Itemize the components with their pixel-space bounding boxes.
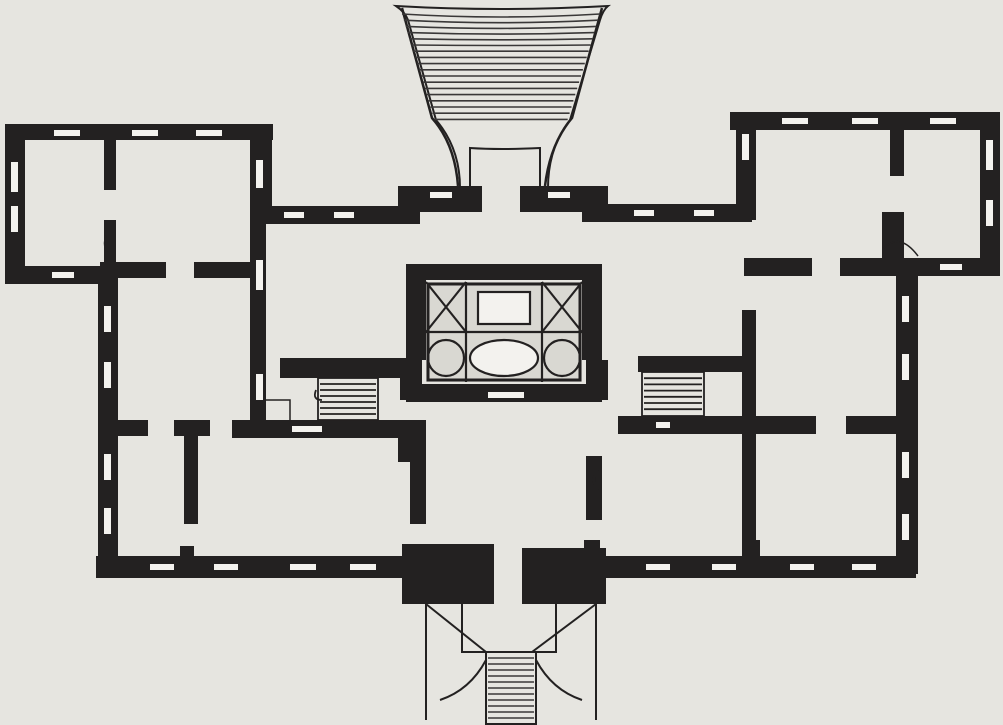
window-opening xyxy=(646,564,670,570)
window-opening xyxy=(902,514,909,540)
right-hall-wall-stub xyxy=(846,416,906,434)
window-opening xyxy=(694,210,714,216)
rear-stair-treads xyxy=(401,13,601,121)
right-stair-treads xyxy=(644,377,702,411)
window-opening xyxy=(256,260,263,290)
rear-entry-left-pier xyxy=(398,186,482,212)
window-opening xyxy=(104,508,111,534)
saloon-east-wall-north xyxy=(582,264,602,360)
front-entry-left-pier xyxy=(402,544,494,604)
south-wall-right xyxy=(586,556,916,578)
window-opening xyxy=(634,210,654,216)
window-opening xyxy=(334,212,354,218)
right-interior-stair xyxy=(641,371,705,417)
window-opening xyxy=(902,354,909,380)
right-wing-east-wall xyxy=(980,112,1000,272)
window-opening xyxy=(350,564,376,570)
left-hall-wall-stub xyxy=(100,420,148,436)
right-stair-south-wall xyxy=(618,416,816,434)
left-interior-stair xyxy=(313,377,379,421)
front-stair-treads xyxy=(488,657,534,719)
window-opening xyxy=(290,564,316,570)
front-entrance-steps xyxy=(425,603,597,725)
window-opening xyxy=(548,192,570,198)
window-opening xyxy=(104,306,111,332)
left-stair-treads xyxy=(320,383,376,415)
right-wing-partition xyxy=(890,112,904,176)
window-opening xyxy=(902,296,909,322)
window-opening xyxy=(196,130,222,136)
window-opening xyxy=(986,140,993,170)
window-opening xyxy=(852,564,876,570)
saloon-east-wall-south xyxy=(586,360,608,400)
door-swings xyxy=(103,235,919,491)
rear-stair-tread xyxy=(411,44,591,47)
left-stair-north-wall xyxy=(280,358,408,378)
rear-terrace-stair xyxy=(392,4,612,189)
right-block-east-wall xyxy=(896,258,918,574)
left-core-wall xyxy=(250,200,266,420)
window-opening xyxy=(292,426,322,432)
rear-stair-tread xyxy=(409,38,593,41)
left-vestibule-pier xyxy=(398,420,426,462)
rear-stair-tread xyxy=(403,19,599,24)
right-wing-west-wall xyxy=(736,112,756,220)
saloon-west-wall-south xyxy=(400,360,422,400)
window-opening xyxy=(712,564,736,570)
right-north-link-wall xyxy=(582,204,752,222)
rear-stair-tread xyxy=(405,25,597,30)
window-opening xyxy=(52,272,74,278)
window-opening xyxy=(11,206,18,232)
window-opening xyxy=(940,264,962,270)
left-wing-west-wall xyxy=(5,124,25,284)
right-front-pier-stub xyxy=(584,540,600,570)
window-opening xyxy=(430,192,452,198)
window-opening xyxy=(782,118,808,124)
rear-stair-tread xyxy=(401,13,601,18)
wall-layer xyxy=(5,112,1000,604)
left-vestibule-wall xyxy=(410,460,426,524)
window-opening xyxy=(284,212,304,218)
saloon-west-wall-north xyxy=(406,264,426,360)
right-vestibule-wall xyxy=(586,456,602,520)
rear-stair-tread xyxy=(407,31,595,35)
left-front-partition-stub xyxy=(180,546,194,560)
right-cross-wall-a xyxy=(744,258,812,276)
window-opening xyxy=(852,118,878,124)
window-opening xyxy=(104,362,111,388)
left-cross-wall-b xyxy=(194,262,260,278)
right-core-wall xyxy=(742,310,756,560)
window-openings xyxy=(11,118,993,570)
right-front-partition-stub xyxy=(746,540,760,560)
window-opening xyxy=(742,134,749,160)
window-opening xyxy=(150,564,174,570)
window-opening xyxy=(488,392,524,398)
window-opening xyxy=(132,130,158,136)
right-wing-south-wall xyxy=(840,258,1000,276)
window-opening xyxy=(11,162,18,192)
saloon-ceiling-pattern xyxy=(425,281,583,382)
window-opening xyxy=(986,200,993,226)
window-opening xyxy=(54,130,80,136)
window-opening xyxy=(256,374,263,400)
right-stair-north-wall xyxy=(638,356,750,372)
window-opening xyxy=(790,564,814,570)
left-wing-partition xyxy=(104,124,116,190)
left-cross-wall-a xyxy=(100,262,166,278)
window-opening xyxy=(256,160,263,188)
window-opening xyxy=(656,422,670,428)
south-wall-left xyxy=(96,556,426,578)
window-opening xyxy=(930,118,956,124)
window-opening xyxy=(214,564,238,570)
saloon-north-wall xyxy=(406,264,602,280)
window-opening xyxy=(902,452,909,478)
left-hall-column xyxy=(184,420,198,524)
window-opening xyxy=(104,454,111,480)
